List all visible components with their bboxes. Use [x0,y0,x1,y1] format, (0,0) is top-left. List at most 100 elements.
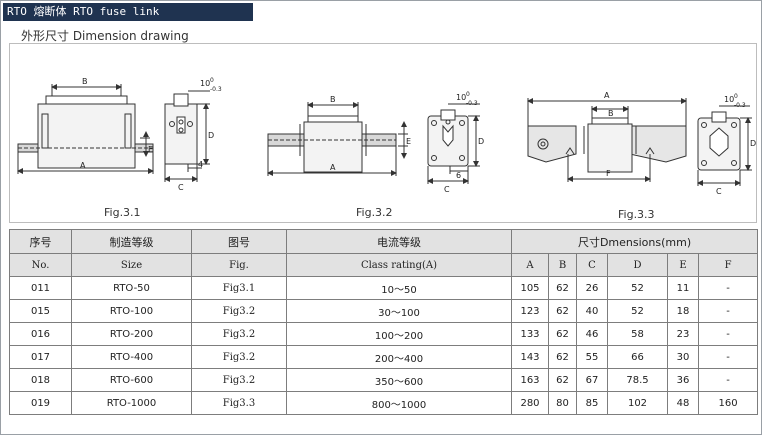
cell-no: 016 [9,322,72,346]
cell-f: - [697,276,759,300]
header-fig-cn: 图号 [191,229,287,254]
cell-f: - [697,345,759,369]
cell-e: 18 [667,299,699,323]
cell-a: 163 [511,368,549,392]
page-title: RTO 熔断体 RTO fuse link [3,3,253,21]
specification-table-wrap: 序号 制造等级 图号 电流等级 尺寸Dmensions(mm) No. Size… [9,229,759,415]
fig2-dim-e: E [406,137,411,146]
cell-rating: 30～100 [286,299,512,323]
cell-size: RTO-50 [71,276,192,300]
cell-b: 80 [548,391,577,415]
cell-e: 23 [667,322,699,346]
fig2-dim-a: A [330,163,336,172]
fig-3-3-end-view [697,105,752,186]
cell-c: 26 [576,276,608,300]
fig-3-2-caption: Fig.3.2 [356,206,393,219]
cell-no: 011 [9,276,72,300]
cell-e: 30 [667,345,699,369]
cell-a: 133 [511,322,549,346]
cell-c: 46 [576,322,608,346]
fig2-tol-base: 10 [456,93,466,102]
table-row: 011 RTO-50 Fig3.1 10～50 105 62 26 52 11 … [9,276,759,300]
cell-f: - [697,368,759,392]
cell-c: 55 [576,345,608,369]
cell-e: 36 [667,368,699,392]
cell-size: RTO-400 [71,345,192,369]
fig-3-2-side-view [267,102,408,176]
cell-fig: Fig3.3 [191,391,287,415]
fig1-tol-down: -0.3 [210,86,222,93]
cell-a: 105 [511,276,549,300]
cell-rating: 800～1000 [286,391,512,415]
cell-d: 52 [607,276,668,300]
cell-a: 123 [511,299,549,323]
cell-fig: Fig3.2 [191,345,287,369]
cell-d: 66 [607,345,668,369]
header-dimensions: 尺寸Dmensions(mm) [510,229,759,254]
fig3-tol-up: 0 [734,93,738,100]
cell-size: RTO-200 [71,322,192,346]
specification-table: 序号 制造等级 图号 电流等级 尺寸Dmensions(mm) No. Size… [9,229,759,415]
fig3-dim-b: B [608,109,614,118]
fig1-dim-e: E [148,145,153,154]
cell-d: 102 [607,391,668,415]
fig-3-1-side-view [17,84,154,174]
cell-rating: 10～50 [286,276,512,300]
cell-c: 85 [576,391,608,415]
cell-d: 78.5 [607,368,668,392]
cell-no: 018 [9,368,72,392]
cell-b: 62 [548,276,577,300]
fig-3-3-caption: Fig.3.3 [618,208,655,221]
header-dim-a: A [511,253,549,277]
header-fig-en: Fig. [191,253,287,277]
cell-b: 62 [548,322,577,346]
cell-a: 143 [511,345,549,369]
cell-b: 62 [548,368,577,392]
cell-no: 019 [9,391,72,415]
cell-f: - [697,299,759,323]
fig2-dim-6: 6 [456,171,461,180]
header-size-cn: 制造等级 [71,229,192,254]
fig1-tol-base: 10 [200,79,210,88]
header-dim-b: B [548,253,577,277]
table-row: 017 RTO-400 Fig3.2 200～400 143 62 55 66 … [9,345,759,369]
fig3-tol-down: -0.3 [734,102,746,109]
dimension-drawings-svg: B A E D C 4 10 0 -0.3 B A E D C 6 10 0 -… [17,77,756,196]
cell-size: RTO-1000 [71,391,192,415]
fig1-dim-d: D [208,131,214,140]
table-row: 018 RTO-600 Fig3.2 350～600 163 62 67 78.… [9,368,759,392]
table-row: 016 RTO-200 Fig3.2 100～200 133 62 46 58 … [9,322,759,346]
cell-fig: Fig3.2 [191,322,287,346]
fig1-tol-up: 0 [210,77,214,84]
fig2-tol-up: 0 [466,91,470,98]
fig1-dim-b: B [82,77,88,86]
cell-d: 52 [607,299,668,323]
cell-rating: 200～400 [286,345,512,369]
cell-f: 160 [697,391,759,415]
header-no-cn: 序号 [9,229,72,254]
cell-b: 62 [548,299,577,323]
fig-3-1-caption: Fig.3.1 [104,206,141,219]
cell-c: 67 [576,368,608,392]
fig1-dim-c: C [178,183,184,192]
cell-no: 015 [9,299,72,323]
header-no-en: No. [9,253,72,277]
cell-size: RTO-100 [71,299,192,323]
fig1-dim-a: A [80,161,86,170]
table-row: 019 RTO-1000 Fig3.3 800～1000 280 80 85 1… [9,391,759,415]
cell-no: 017 [9,345,72,369]
cell-e: 48 [667,391,699,415]
fig-3-2-end-view [427,103,480,184]
fig2-dim-d: D [478,137,484,146]
header-rating-en: Class rating(A) [286,253,512,277]
header-size-en: Size [71,253,192,277]
section-subtitle: 外形尺寸 Dimension drawing [21,29,189,43]
fig1-dim-4: 4 [198,160,203,169]
fig2-tol-down: -0.3 [466,100,478,107]
fig2-dim-c: C [444,185,450,194]
cell-b: 62 [548,345,577,369]
cell-fig: Fig3.2 [191,368,287,392]
cell-e: 11 [667,276,699,300]
cell-rating: 100～200 [286,322,512,346]
